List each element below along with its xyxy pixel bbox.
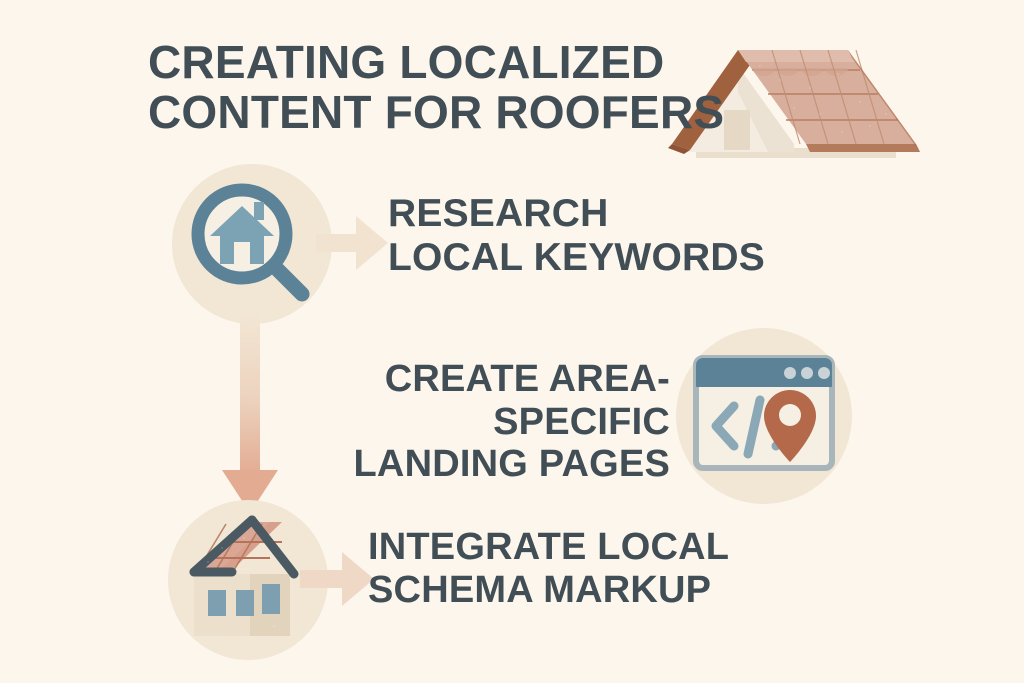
- step-3-line-1: INTEGRATE LOCAL: [368, 526, 730, 568]
- step-2-label: CREATE AREA- SPECIFIC LANDING PAGES: [318, 358, 670, 486]
- step-2-line-1: CREATE AREA-: [384, 358, 670, 400]
- step-1-line-1: RESEARCH: [388, 192, 609, 235]
- page-title: CREATING LOCALIZED CONTENT FOR ROOFERS: [148, 36, 725, 138]
- step-3-label: INTEGRATE LOCAL SCHEMA MARKUP: [368, 526, 729, 611]
- browser-dots: [784, 367, 830, 379]
- step-1-label: RESEARCH LOCAL KEYWORDS: [388, 192, 765, 279]
- step-2-line-3: LANDING PAGES: [353, 443, 670, 486]
- step-2-line-2: SPECIFIC: [493, 400, 670, 443]
- step-3-line-2: SCHEMA MARKUP: [368, 568, 712, 611]
- house-with-tiled-roof-illustration: [660, 22, 928, 172]
- code-window-map-pin-icon: [690, 344, 838, 488]
- roof-frame: [189, 515, 299, 579]
- arrow-down-icon-connector: [210, 310, 290, 515]
- title-line-1: CREATING LOCALIZED: [148, 36, 665, 88]
- step-1-line-2: LOCAL KEYWORDS: [388, 235, 765, 279]
- house-tiled-roof-icon: [178, 512, 318, 648]
- title-line-2: CONTENT FOR ROOFERS: [148, 85, 725, 138]
- house-glyph: [210, 202, 274, 264]
- magnifier-house-icon: [186, 178, 318, 310]
- map-pin-icon: [764, 390, 816, 462]
- house-windows: [208, 584, 280, 616]
